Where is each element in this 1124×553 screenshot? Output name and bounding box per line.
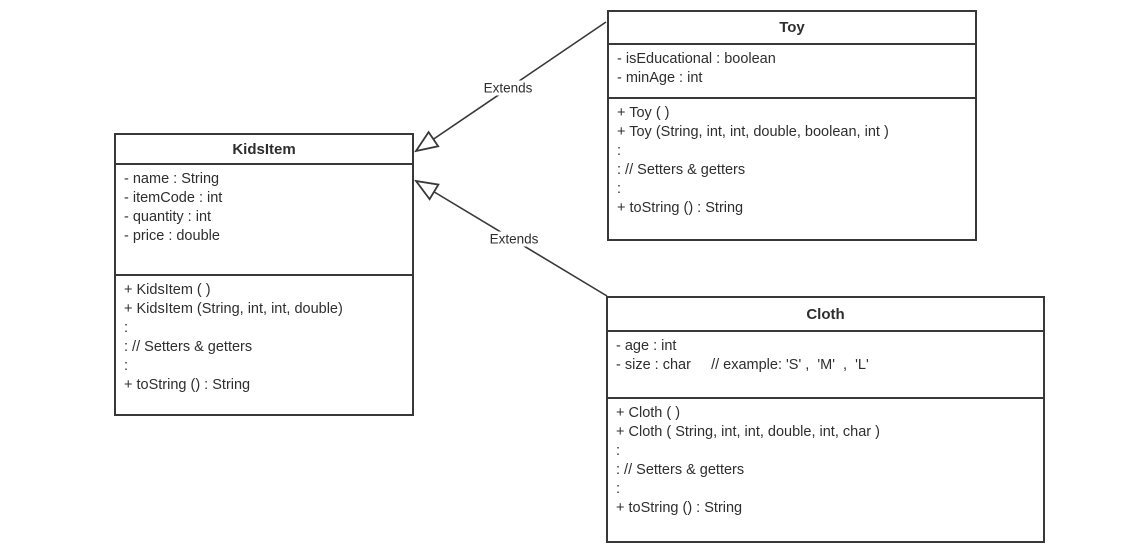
class-name-kidsitem: KidsItem [116,135,412,165]
attributes-compartment-toy: - isEducational : boolean - minAge : int [609,45,975,99]
methods-compartment-kidsitem: + KidsItem ( ) + KidsItem (String, int, i… [116,276,412,414]
member-line: + Cloth ( String, int, int, double, int,… [616,424,880,440]
member-line: : [617,181,622,197]
class-box-kidsitem[interactable]: KidsItem - name : String - itemCode : int… [114,133,414,416]
class-name-cloth: Cloth [608,298,1043,332]
member-line: + KidsItem (String, int, int, double) [124,301,343,317]
member-line: : // Setters & getters [616,462,745,478]
member-line: - itemCode : int [124,190,223,206]
member-line: - minAge : int [617,70,703,86]
class-name-toy: Toy [609,12,975,45]
class-box-cloth[interactable]: Cloth - age : int - size : char // exampl… [606,296,1045,543]
methods-compartment-toy: + Toy ( ) + Toy (String, int, int, double… [609,99,975,239]
member-line: : // Setters & getters [617,162,746,178]
member-line: + KidsItem ( ) [124,282,211,298]
attributes-compartment-cloth: - age : int - size : char // example: 'S'… [608,332,1043,399]
member-line: : [617,143,622,159]
member-line: + Cloth ( ) [616,405,681,421]
member-line: : // Setters & getters [124,339,253,355]
attributes-compartment-kidsitem: - name : String - itemCode : int - quantit… [116,165,412,276]
member-line: - quantity : int [124,209,212,225]
edge-label-extends-cloth[interactable]: Extends [485,231,543,247]
member-line: + toString () : String [616,500,743,516]
member-line: - age : int [616,338,677,354]
methods-compartment-cloth: + Cloth ( ) + Cloth ( String, int, int, d… [608,399,1043,541]
member-line: - name : String [124,171,220,187]
member-line: : [124,358,129,374]
member-line: : [616,481,621,497]
member-line: - size : char // example: 'S' , 'M' , 'L… [616,357,869,373]
member-line: + Toy (String, int, int, double, boolean… [617,124,889,140]
member-line: - price : double [124,228,220,244]
member-line: + toString () : String [124,377,251,393]
member-line: - isEducational : boolean [617,51,776,67]
edge-label-extends-toy[interactable]: Extends [479,80,537,96]
class-box-toy[interactable]: Toy - isEducational : boolean - minAge : … [607,10,977,241]
member-line: + toString () : String [617,200,744,216]
member-line: + Toy ( ) [617,105,670,121]
member-line: : [616,443,621,459]
member-line: : [124,320,129,336]
